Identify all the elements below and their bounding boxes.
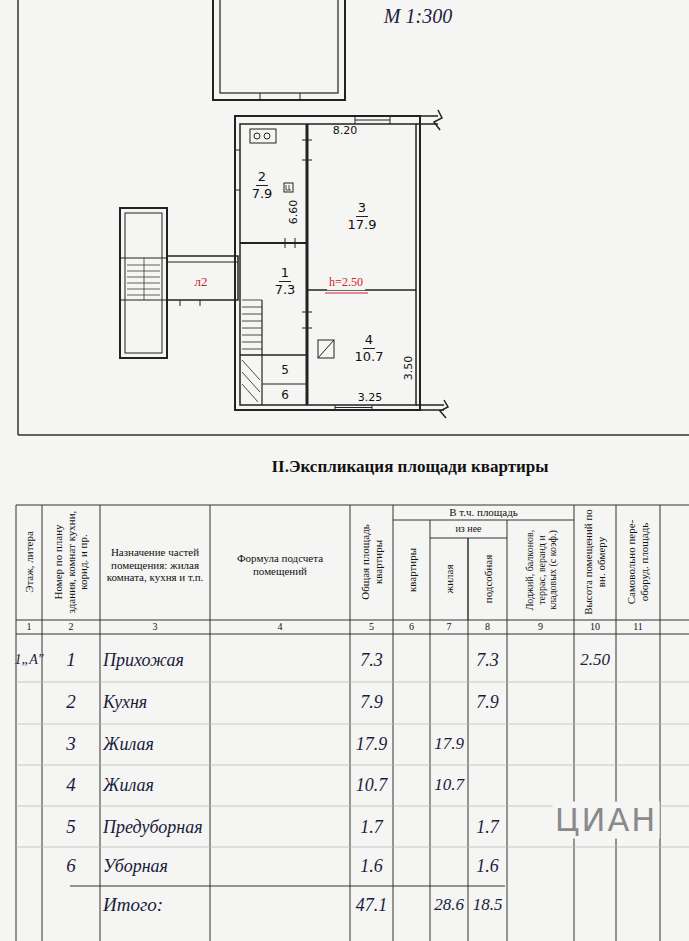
table-cell: Прихожая (103, 650, 184, 671)
column-number: 6 (409, 621, 414, 633)
column-header: Формула подсчета помещений (215, 552, 345, 577)
room-number: 1 (279, 265, 291, 282)
column-number: 11 (633, 621, 643, 633)
column-number: 1 (27, 621, 32, 633)
column-number: 7 (447, 621, 452, 633)
table-title: II.Экспликация площади квартиры (271, 457, 548, 477)
column-header: Номер по плану здания, комнат кухни, кор… (52, 509, 90, 616)
dimension: 6.60 (288, 200, 301, 225)
column-number: 8 (485, 621, 490, 633)
column-header: жилая (443, 542, 456, 616)
table-cell: 1 (66, 649, 76, 671)
table-cell: 1.6 (476, 856, 499, 877)
column-header: Общая площадь квартиры (359, 509, 384, 616)
room-area-value: 7.9 (250, 186, 275, 202)
room-number: 2 (256, 169, 268, 186)
table-cell: 1.7 (360, 817, 383, 838)
table-cell: 7.3 (360, 650, 383, 671)
room-number: 6 (279, 388, 291, 402)
room-area: 317.9 (316, 176, 408, 256)
room-number: 5 (279, 363, 291, 377)
column-header: Самовольно пере-оборуд. площадь (625, 509, 650, 616)
column-header: Назначение частей помещения: жилая комна… (103, 546, 207, 584)
table-cell: 10.7 (434, 775, 464, 795)
table-cell: 10.7 (356, 775, 388, 796)
watermark: ЦИАН (553, 802, 660, 839)
table-cell: 28.6 (434, 895, 464, 915)
table-cell: 2 (66, 691, 76, 713)
room-number: 3 (356, 200, 368, 217)
dimension: 8.20 (333, 125, 358, 138)
table-cell: Жилая (103, 734, 154, 755)
table-cell: Предуборная (103, 817, 203, 838)
ceiling-height: h=2.50 (327, 276, 365, 290)
column-header: Этаж, литера (23, 509, 36, 616)
table-cell: 6 (66, 855, 76, 877)
annex-letter: л2 (195, 275, 208, 290)
table-cell: 5 (66, 816, 76, 838)
table-cell: 18.5 (473, 895, 503, 915)
table-cell: 1.6 (360, 856, 383, 877)
column-number: 5 (369, 621, 374, 633)
room-area: 17.3 (264, 250, 306, 312)
table-cell: 1.7 (476, 817, 499, 838)
room-area-value: 7.3 (273, 282, 298, 298)
column-header: подсобная (481, 542, 494, 616)
table-cell: 7.9 (360, 692, 383, 713)
table-cell: 2.50 (580, 650, 610, 670)
room-area: 27.9 (242, 150, 282, 220)
room-area: 6 (264, 386, 306, 404)
table-cell: 47.1 (356, 895, 388, 916)
room-area: 5 (264, 357, 306, 383)
room-area-value: 10.7 (353, 349, 386, 365)
column-header: из нее (455, 523, 481, 535)
dimension: 3.25 (358, 392, 383, 405)
table-cell: 4 (66, 774, 76, 796)
table-cell: Уборная (103, 856, 168, 877)
room-area-value: 17.9 (346, 217, 379, 233)
table-cell: Итого: (103, 894, 163, 916)
room-number: 4 (363, 332, 375, 349)
column-header: В т.ч. площадь (449, 506, 518, 519)
table-cell: 1„А" (14, 652, 43, 668)
table-cell: Кухня (103, 692, 147, 713)
column-number: 10 (590, 621, 600, 633)
table-cell: 17.9 (434, 734, 464, 754)
table-cell: 7.3 (476, 650, 499, 671)
table-cell: Жилая (103, 775, 154, 796)
column-number: 4 (278, 621, 283, 633)
table-cell: 17.9 (356, 734, 388, 755)
column-header: Высота помещений по вн. обмеру (582, 509, 607, 616)
dimension: 3.50 (403, 356, 416, 381)
table-cell: 3 (66, 733, 76, 755)
room-area: 410.7 (338, 318, 400, 378)
column-number: 2 (69, 621, 74, 633)
column-header: квартиры (405, 524, 418, 616)
column-number: 3 (153, 621, 158, 633)
column-header: Лоджий, балконов, террас, веранд и кладо… (523, 524, 558, 616)
column-number: 9 (538, 621, 543, 633)
table-cell: 7.9 (476, 692, 499, 713)
scale-note: М 1:300 (384, 5, 452, 28)
